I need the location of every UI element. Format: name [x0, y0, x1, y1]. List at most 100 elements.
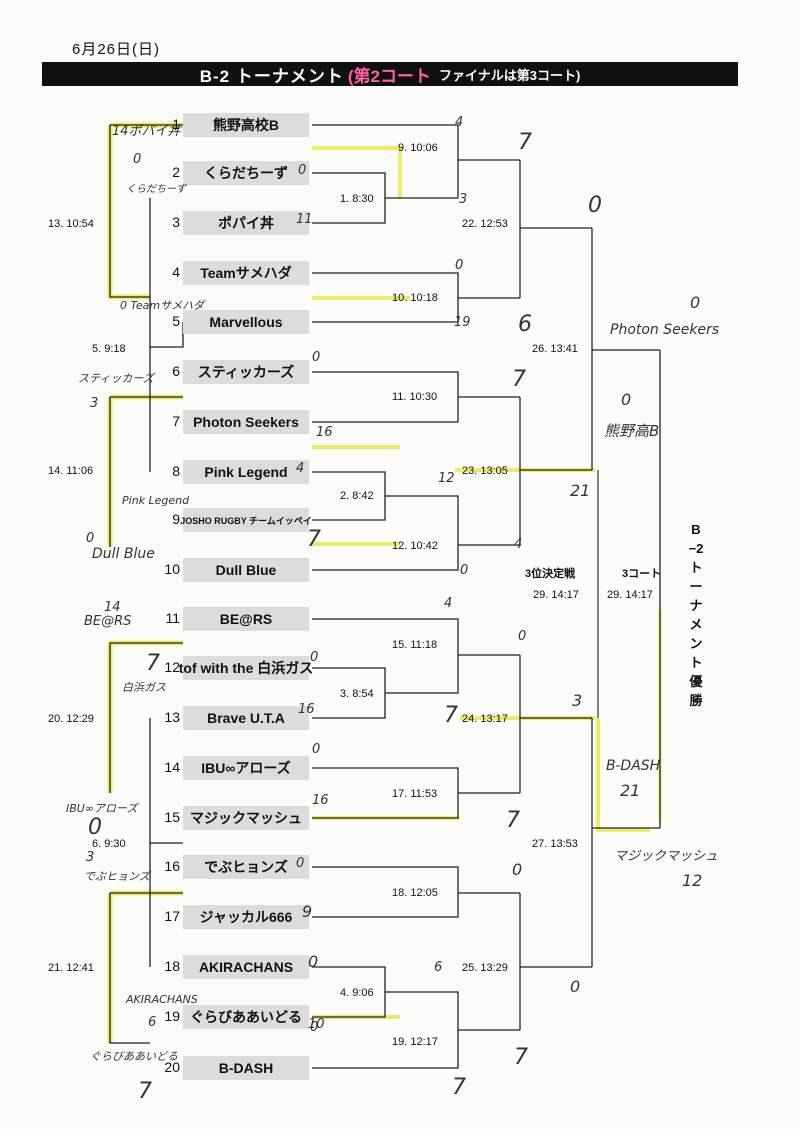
- match-12: 12. 10:42: [392, 540, 438, 552]
- match-29-final: 29. 14:17: [607, 589, 653, 601]
- final-vertical-label: B−2トーナメント優勝: [688, 522, 704, 708]
- hw-score: 4: [444, 596, 453, 611]
- hw-score: 0: [621, 390, 632, 409]
- bracket-line: [109, 892, 183, 1044]
- hw-note: BE@RS: [84, 614, 132, 629]
- team-name: AKIRACHANS: [183, 955, 309, 979]
- match-20: 20. 12:29: [48, 713, 94, 725]
- team-name: B-DASH: [183, 1056, 309, 1080]
- team-name: tof with the 白浜ガス: [179, 656, 313, 680]
- hw-score: 3: [86, 850, 95, 865]
- seed-number: 6: [172, 363, 180, 379]
- hw-score: 7: [512, 367, 526, 392]
- seed-number: 18: [164, 958, 180, 974]
- hw-note: 14ポパイ丼: [112, 124, 181, 139]
- seed-number: 11: [165, 610, 180, 626]
- match-17: 17. 11:53: [392, 788, 438, 800]
- seed-number: 9: [172, 511, 180, 527]
- hw-score: 19: [454, 315, 471, 330]
- match-26: 26. 13:41: [532, 343, 578, 355]
- bracket-line: [109, 124, 183, 298]
- hw-score: 6: [518, 312, 532, 337]
- hw-note: IBU∞アローズ: [66, 802, 138, 815]
- match-23: 23. 13:05: [462, 465, 508, 477]
- seed-number: 2: [172, 164, 180, 180]
- team-name: くらだちーず: [183, 161, 309, 185]
- seed-number: 15: [164, 809, 180, 825]
- team-name: Dull Blue: [183, 558, 309, 582]
- team-name: 熊野高校B: [183, 113, 309, 137]
- hw-score: 0: [312, 350, 321, 365]
- tournament-title: B-2 トーナメント: [199, 66, 344, 86]
- match-21: 21. 12:41: [48, 962, 94, 974]
- team-name: Marvellous: [183, 310, 309, 334]
- hw-score: 0: [455, 258, 464, 273]
- match-1: 1. 8:30: [340, 193, 374, 205]
- bracket-line: [109, 396, 183, 547]
- match-15: 15. 11:18: [392, 639, 438, 651]
- hw-score: 3: [572, 691, 583, 710]
- hw-note: Pink Legend: [122, 494, 190, 507]
- hw-score: 0: [88, 815, 102, 840]
- hw-note: マジックマッシュ: [614, 849, 719, 864]
- seed-number: 13: [164, 709, 180, 725]
- hw-score: 4: [455, 115, 464, 130]
- hw-score: 6: [434, 960, 443, 975]
- bracket-line: [312, 618, 459, 694]
- seed-number: 4: [172, 264, 180, 280]
- team-name: ぐらびああいどる: [183, 1005, 309, 1029]
- hw-score: 21: [620, 781, 641, 800]
- hw-note: ぐらびああいどる: [90, 1050, 178, 1063]
- hw-score: 0: [310, 1020, 319, 1035]
- match-27: 27. 13:53: [532, 838, 578, 850]
- hw-score: 16: [298, 702, 315, 717]
- hw-score: 12: [682, 871, 703, 890]
- hw-note: でぶヒョンズ: [84, 870, 150, 883]
- hw-note: Photon Seekers: [610, 322, 720, 338]
- hw-score: 16: [316, 425, 333, 440]
- team-name: でぶヒョンズ: [183, 855, 309, 879]
- match-25: 25. 13:29: [462, 962, 508, 974]
- hw-score: 7: [146, 651, 160, 676]
- match-18: 18. 12:05: [392, 887, 438, 899]
- team-name: スティッカーズ: [183, 360, 309, 384]
- hw-score: 14: [104, 600, 121, 615]
- hw-note: 白浜ガス: [122, 681, 166, 694]
- date-label: 6月26日(日): [72, 41, 161, 58]
- bracket-line: [596, 718, 650, 832]
- hw-note: B-DASH: [606, 758, 661, 774]
- hw-score: 0: [588, 193, 602, 218]
- bracket-line: [312, 866, 459, 918]
- team-name: ポパイ丼: [183, 211, 309, 235]
- hw-score: 0: [312, 742, 321, 757]
- seed-number: 19: [164, 1008, 180, 1024]
- match-2: 2. 8:42: [340, 490, 374, 502]
- match-14: 14. 11:06: [48, 465, 94, 477]
- match-4: 4. 9:06: [340, 987, 374, 999]
- hw-score: 0: [296, 856, 305, 871]
- third-place-label: 3位決定戦: [525, 568, 576, 580]
- hw-note: AKIRACHANS: [126, 993, 198, 1006]
- bracket-line: [312, 495, 459, 571]
- hw-score: 10: [308, 1017, 325, 1032]
- hw-score: 3: [459, 192, 468, 207]
- team-name: BE@RS: [183, 607, 309, 631]
- hw-score: 11: [296, 212, 313, 227]
- hw-score: 0: [460, 563, 469, 578]
- hw-note: 熊野高B: [604, 422, 660, 440]
- match-13: 13. 10:54: [48, 218, 94, 230]
- team-name: JOSHO RUGBY チームイッペイ: [180, 508, 312, 532]
- hw-score: 0: [86, 531, 95, 546]
- hw-score: 0: [298, 163, 307, 178]
- team-name: Pink Legend: [183, 460, 309, 484]
- hw-score: 9: [302, 902, 313, 921]
- hw-score: 12: [438, 471, 455, 486]
- hw-note: スティッカーズ: [78, 372, 154, 385]
- hw-score: 7: [518, 130, 532, 155]
- court3-label: 3コート: [622, 568, 662, 580]
- match-11: 11. 10:30: [392, 391, 438, 403]
- hw-score: 0: [310, 650, 319, 665]
- team-name: ジャッカル666: [183, 905, 309, 929]
- hw-score: 6: [148, 1015, 157, 1030]
